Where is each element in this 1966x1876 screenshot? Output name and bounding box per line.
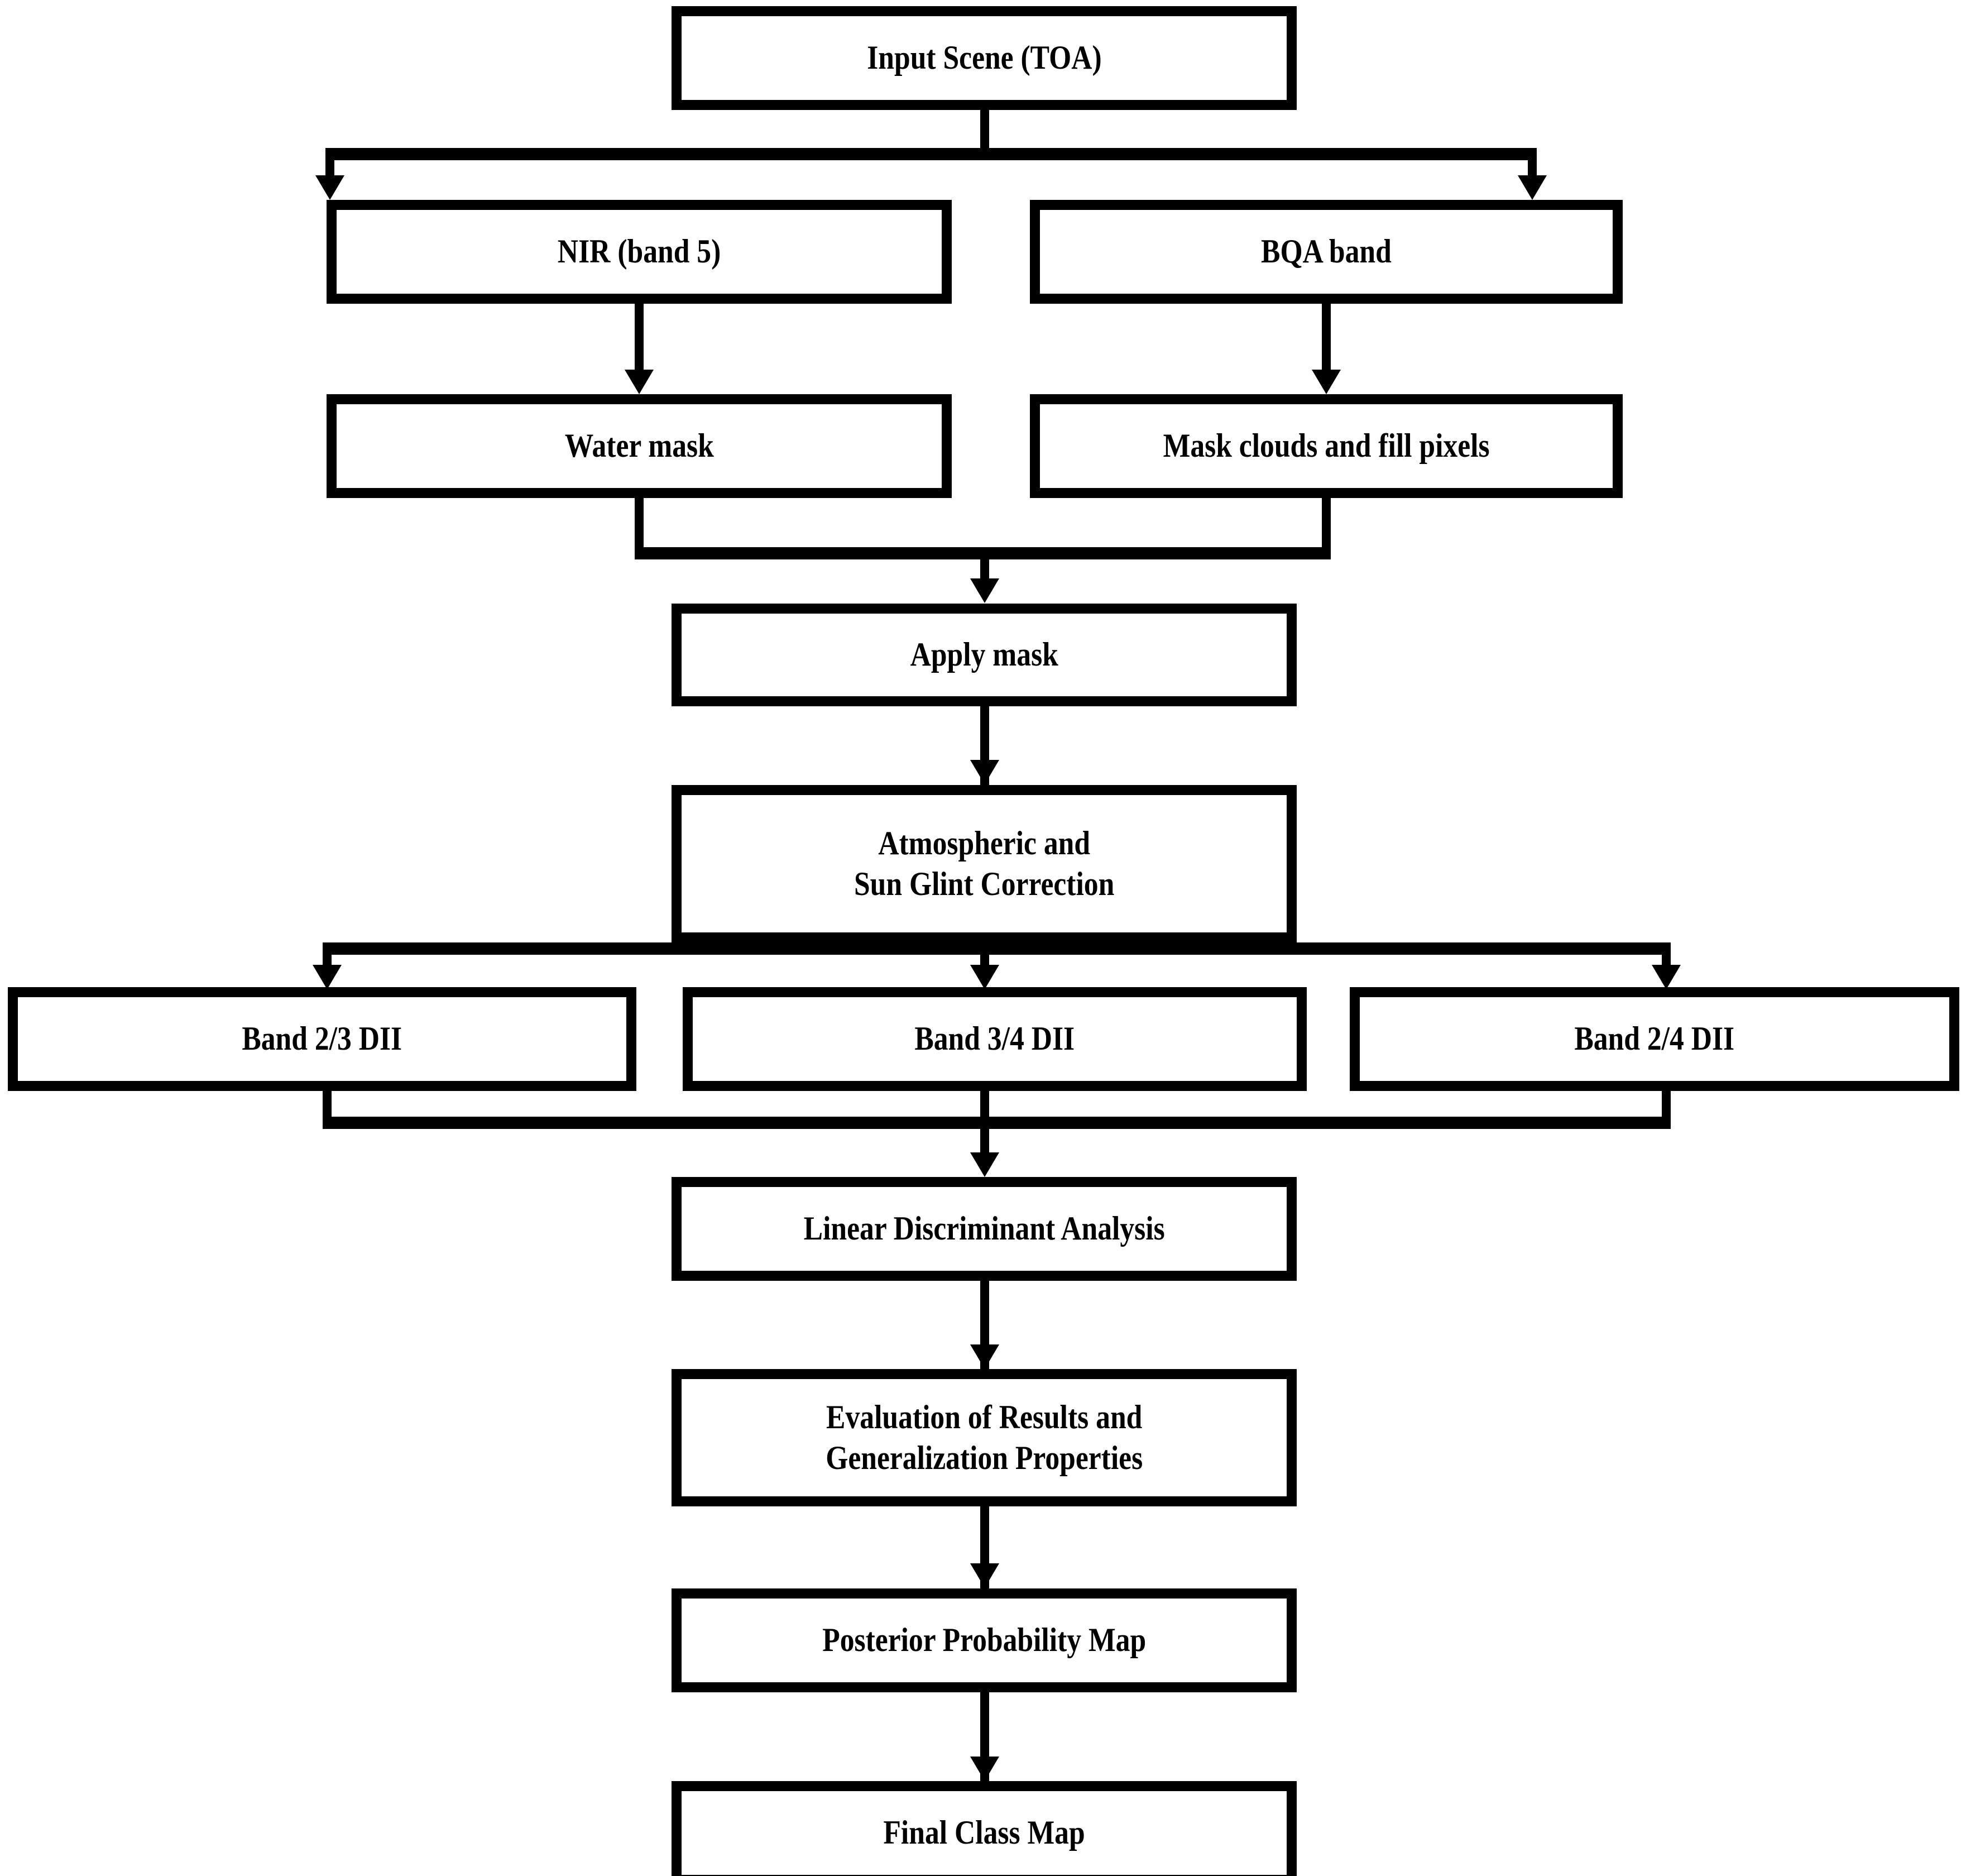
node-label-posterior-probability: Posterior Probability Map bbox=[822, 1621, 1146, 1659]
node-label-linear-discriminant: Linear Discriminant Analysis bbox=[803, 1210, 1165, 1247]
arrowhead-to-final-class-map bbox=[970, 1757, 999, 1781]
arrowhead-to-atmospheric bbox=[970, 760, 999, 784]
connector-dii-merge-to-lda bbox=[980, 1128, 989, 1160]
node-nir-band5[interactable]: NIR (band 5) bbox=[327, 200, 952, 304]
arrowhead-to-nir bbox=[315, 175, 344, 200]
arrowhead-to-band-23-dii bbox=[313, 965, 342, 989]
arrowhead-to-bqa bbox=[1518, 175, 1547, 200]
node-label-band-23-dii: Band 2/3 DII bbox=[242, 1020, 402, 1057]
connector-nir-to-water bbox=[635, 304, 644, 376]
node-label-evaluation-results: Evaluation of Results and Generalization… bbox=[826, 1398, 1143, 1476]
node-label-apply-mask: Apply mask bbox=[910, 636, 1058, 673]
connector-merge-bar-masks bbox=[635, 547, 1331, 559]
node-linear-discriminant[interactable]: Linear Discriminant Analysis bbox=[672, 1177, 1297, 1281]
arrowhead-to-evaluation-results bbox=[970, 1344, 999, 1369]
connector-bqa-to-maskclouds bbox=[1322, 304, 1331, 376]
arrowhead-to-posterior-probability bbox=[970, 1563, 999, 1588]
arrowhead-to-mask-clouds bbox=[1312, 370, 1341, 394]
arrowhead-to-linear-discriminant bbox=[970, 1152, 999, 1177]
node-mask-clouds-fill[interactable]: Mask clouds and fill pixels bbox=[1030, 394, 1623, 498]
arrowhead-to-water-mask bbox=[625, 370, 654, 394]
node-band-34-dii[interactable]: Band 3/4 DII bbox=[683, 987, 1307, 1091]
node-label-water-mask: Water mask bbox=[564, 427, 714, 465]
connector-water-down bbox=[635, 498, 644, 558]
connector-input-stem bbox=[980, 110, 989, 150]
node-band-24-dii[interactable]: Band 2/4 DII bbox=[1350, 987, 1959, 1091]
node-evaluation-results[interactable]: Evaluation of Results and Generalization… bbox=[672, 1369, 1297, 1506]
node-label-atmospheric-sunglint: Atmospheric and Sun Glint Correction bbox=[853, 824, 1115, 902]
node-posterior-probability[interactable]: Posterior Probability Map bbox=[672, 1588, 1297, 1692]
connector-maskclouds-down bbox=[1322, 498, 1331, 558]
arrowhead-to-band-34-dii bbox=[970, 965, 999, 989]
node-label-band-24-dii: Band 2/4 DII bbox=[1574, 1020, 1735, 1057]
node-label-band-34-dii: Band 3/4 DII bbox=[914, 1020, 1075, 1057]
arrowhead-to-apply-mask bbox=[970, 578, 999, 603]
node-final-class-map[interactable]: Final Class Map bbox=[672, 1781, 1297, 1876]
node-label-final-class-map: Final Class Map bbox=[883, 1814, 1085, 1851]
node-input-scene[interactable]: Input Scene (TOA) bbox=[672, 6, 1297, 110]
node-label-nir-band5: NIR (band 5) bbox=[557, 233, 721, 270]
node-label-mask-clouds-fill: Mask clouds and fill pixels bbox=[1163, 427, 1490, 465]
node-bqa-band[interactable]: BQA band bbox=[1030, 200, 1623, 304]
connector-merge-bar-dii bbox=[323, 1117, 1671, 1129]
connector-split-bar-dii bbox=[323, 942, 1671, 955]
node-apply-mask[interactable]: Apply mask bbox=[672, 604, 1297, 706]
node-label-input-scene: Input Scene (TOA) bbox=[866, 39, 1102, 76]
node-atmospheric-sunglint[interactable]: Atmospheric and Sun Glint Correction bbox=[672, 785, 1297, 942]
arrowhead-to-band-24-dii bbox=[1652, 965, 1681, 989]
node-water-mask[interactable]: Water mask bbox=[327, 394, 952, 498]
node-band-23-dii[interactable]: Band 2/3 DII bbox=[8, 987, 636, 1091]
node-label-bqa-band: BQA band bbox=[1261, 233, 1392, 270]
connector-split-bar-top bbox=[325, 148, 1537, 160]
